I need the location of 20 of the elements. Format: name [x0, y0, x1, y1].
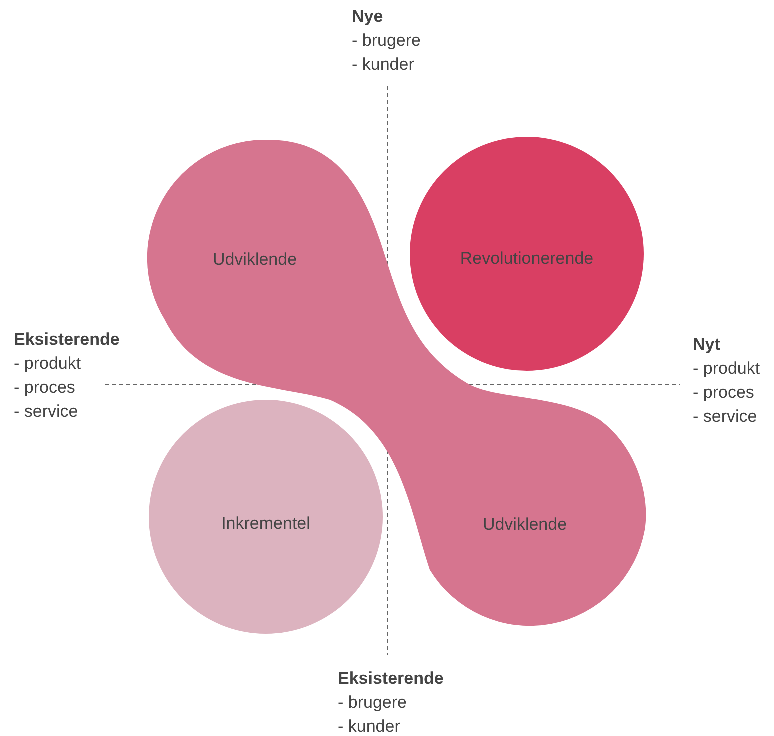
axis-item: - service [14, 401, 78, 423]
quadrant-label: Inkrementel [222, 514, 310, 534]
circle-shape [149, 400, 383, 634]
axis-heading: Eksisterende [14, 329, 120, 351]
axis-heading: Eksisterende [338, 668, 444, 690]
axis-item: - kunder [352, 54, 414, 76]
quadrant-label: Udviklende [482, 515, 568, 535]
axis-item: - proces [693, 382, 754, 404]
axis-item: - proces [14, 377, 76, 399]
axis-item: - produkt [693, 358, 760, 380]
axis-heading: Nye [352, 6, 384, 28]
quadrant-label: Udviklende [212, 250, 298, 270]
axis-item: - brugere [352, 30, 421, 52]
axis-item: - service [693, 406, 758, 428]
circle-shape [410, 137, 644, 371]
axis-item: - produkt [14, 353, 82, 375]
axis-item: - brugere [338, 692, 407, 714]
axis-item: - kunder [338, 716, 400, 736]
axis-heading: Nyt [693, 334, 720, 356]
quadrant-label: Revolutionerende [460, 249, 594, 269]
